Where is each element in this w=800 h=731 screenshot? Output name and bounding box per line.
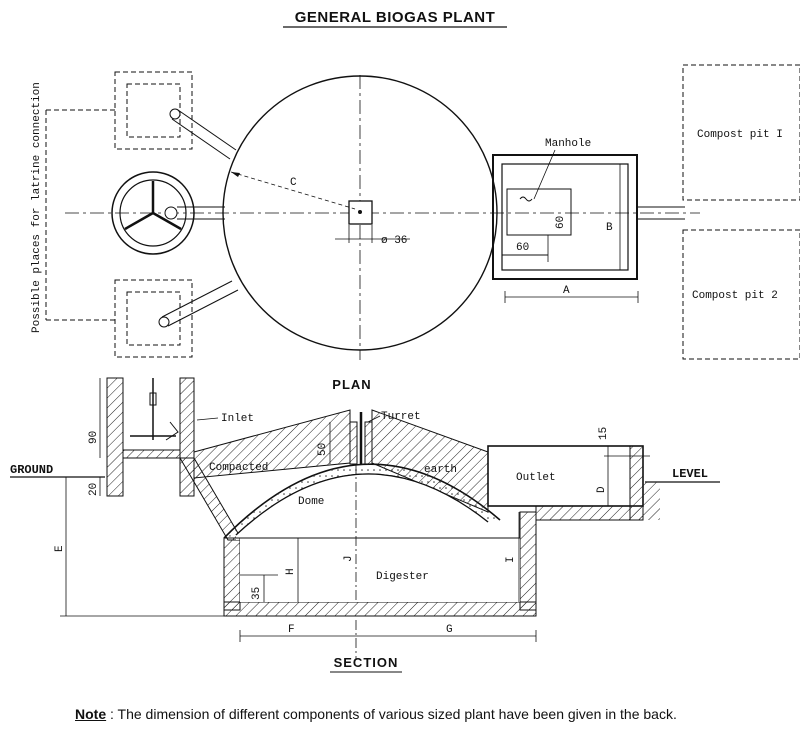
outlet-label: Outlet xyxy=(516,472,556,484)
dome-inner-line xyxy=(235,473,489,536)
section-view: GROUND LEVEL Turret 50 Compa xyxy=(10,377,720,673)
radius-c-line xyxy=(230,171,356,210)
digester-label: Digester xyxy=(376,571,429,583)
dim-e-label: E xyxy=(54,545,66,552)
ground-hatch-right xyxy=(643,482,660,520)
digester-wall-left xyxy=(223,537,241,611)
inlet-outer-circle xyxy=(111,171,195,255)
inlet-floor xyxy=(122,449,181,459)
turret-leader xyxy=(367,415,381,423)
ground-label: GROUND xyxy=(10,463,53,477)
dim-j-label: J xyxy=(343,555,355,562)
dim-a-label: A xyxy=(563,285,570,297)
dim-diameter-label: ø 36 xyxy=(381,235,407,247)
dim-i-label: I xyxy=(505,556,517,563)
compost-pit-1 xyxy=(682,64,800,201)
digester-floor xyxy=(223,601,537,617)
note-text: : The dimension of different components … xyxy=(106,706,677,722)
outlet-chamber-outer xyxy=(492,154,638,280)
inlet-mixer-hook xyxy=(165,421,179,441)
latrine-top-pipe-b xyxy=(171,118,231,160)
plan-heading: PLAN xyxy=(332,377,371,392)
dim-35-label: 35 xyxy=(251,587,263,600)
latrine-box-bottom-outer xyxy=(114,279,193,358)
manhole-label: Manhole xyxy=(545,138,591,150)
latrine-bottom-pipe-a xyxy=(167,289,239,327)
dim-h-label: H xyxy=(285,568,297,575)
level-label: LEVEL xyxy=(672,467,708,481)
earth-label: earth xyxy=(424,464,457,476)
turret-label: Turret xyxy=(381,411,421,423)
outlet-floor xyxy=(535,505,644,521)
inlet-leader xyxy=(196,417,219,421)
latrine-top-pipe-end xyxy=(169,108,181,120)
inlet-mixer-handle xyxy=(149,392,157,406)
compost-pit-1-label: Compost pit I xyxy=(697,129,783,141)
radius-c-arrow xyxy=(231,172,240,177)
turret-wall-left xyxy=(349,421,358,465)
dim-f-label: F xyxy=(288,624,295,636)
dim-15-label: 15 xyxy=(598,427,610,440)
dim-d-label: D xyxy=(596,486,608,493)
dome-label: Dome xyxy=(298,496,324,508)
latrine-box-bottom-inner xyxy=(126,291,181,346)
digester-interior xyxy=(240,538,520,602)
outlet-chamber-inner xyxy=(501,163,629,271)
turret-pipe-dot xyxy=(358,210,362,214)
latrine-box-top-inner xyxy=(126,83,181,138)
inlet-mixer-blade-3 xyxy=(152,211,182,231)
dim-20-label: 20 xyxy=(88,483,100,496)
dim-c-label: C xyxy=(290,177,297,189)
manhole-leader xyxy=(533,149,556,200)
plan-view: C ø 36 Possible places for latrine conne… xyxy=(31,64,800,392)
inlet-wall-left xyxy=(106,377,124,497)
note-label: Note xyxy=(75,706,107,722)
inlet-mixer-blade-2 xyxy=(124,211,154,231)
inlet-pipe-end xyxy=(164,206,178,220)
compost-pit-2-label: Compost pit 2 xyxy=(692,290,778,302)
inlet-inner-circle xyxy=(119,179,187,247)
dim-60-horizontal: 60 xyxy=(516,242,529,254)
dim-50-label: 50 xyxy=(317,443,329,456)
latrine-bottom-pipe-end xyxy=(158,316,170,328)
outlet-wall-right xyxy=(629,445,644,521)
inlet-label: Inlet xyxy=(221,413,254,425)
section-heading: SECTION xyxy=(334,655,399,670)
latrine-box-top-outer xyxy=(114,71,193,150)
latrine-top-pipe-a xyxy=(177,109,237,151)
compost-pit-2 xyxy=(682,229,800,360)
digester-wall-right xyxy=(519,511,537,611)
latrine-connection-label: Possible places for latrine connection xyxy=(31,82,43,333)
dim-60-vertical: 60 xyxy=(555,216,567,229)
dome-interior xyxy=(236,474,488,540)
footnote: Note : The dimension of different compon… xyxy=(75,706,677,722)
dim-90-label: 90 xyxy=(88,431,100,444)
turret-wall-right xyxy=(364,421,373,465)
drawing-title: GENERAL BIOGAS PLANT xyxy=(295,9,496,26)
digester-circle xyxy=(222,75,498,351)
compacted-label: Compacted xyxy=(209,462,268,474)
dome-concrete xyxy=(224,464,500,538)
latrine-bottom-pipe-b xyxy=(161,280,233,318)
dim-g-label: G xyxy=(446,624,453,636)
dim-b-label: B xyxy=(606,222,613,234)
outlet-chamber-section xyxy=(487,445,644,507)
manhole-symbol xyxy=(519,196,533,202)
